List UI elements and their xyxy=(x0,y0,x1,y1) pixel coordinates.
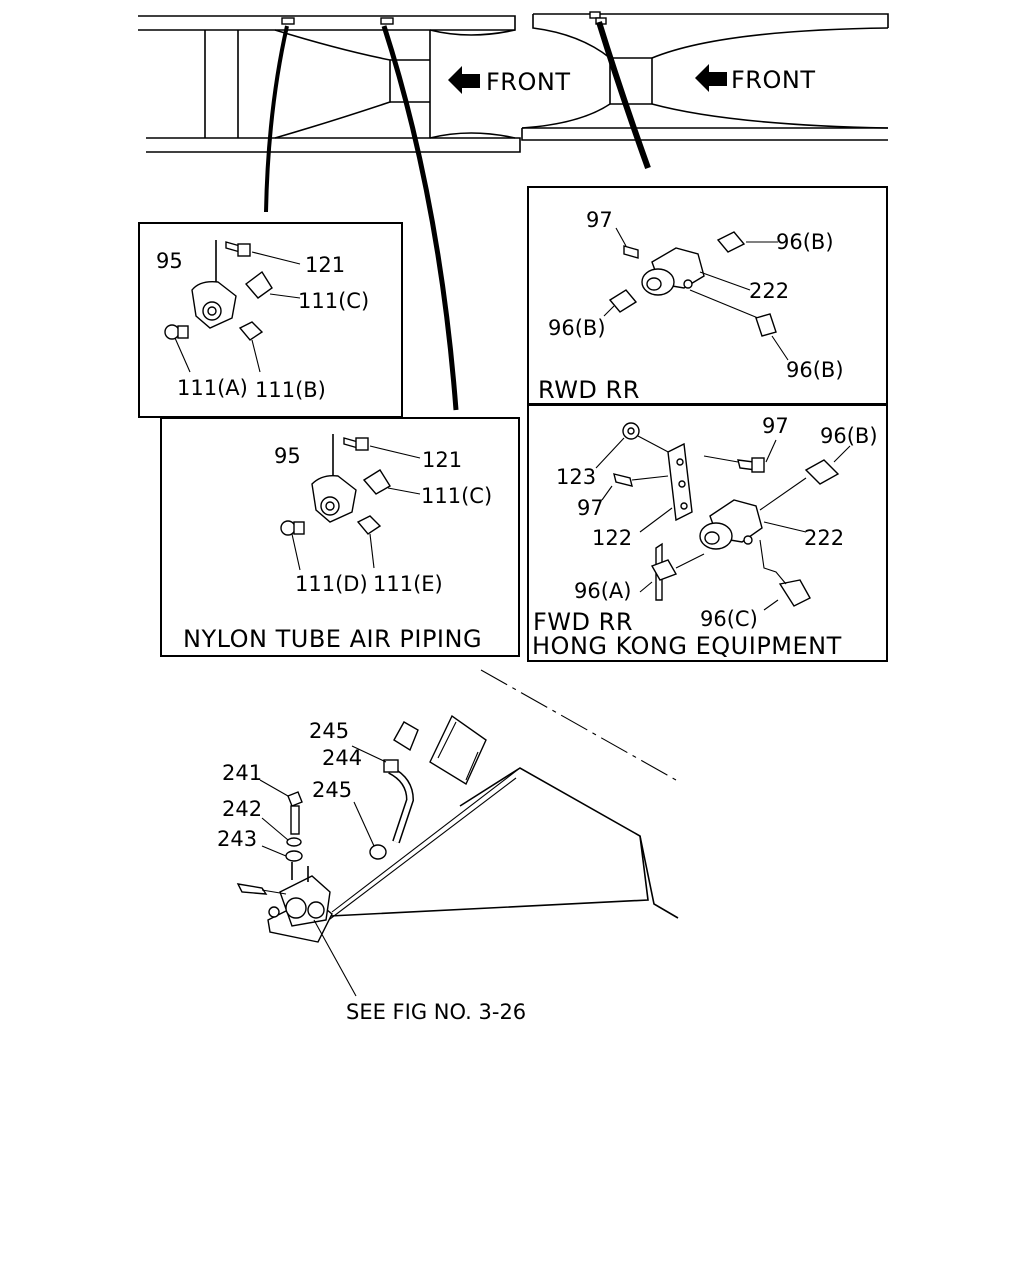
label-222: 222 xyxy=(804,526,844,550)
label-96b: 96(B) xyxy=(548,316,606,340)
label-96b: 96(B) xyxy=(786,358,844,382)
label-122: 122 xyxy=(592,526,632,550)
label-111c: 111(C) xyxy=(298,289,369,313)
panel-fwd-rr: 97 96(B) 123 97 122 222 96(A) 96(C) FWD … xyxy=(527,403,888,662)
front-label: FRONT xyxy=(731,66,815,94)
label-95: 95 xyxy=(156,249,183,273)
label-96b: 96(B) xyxy=(776,230,834,254)
label-242: 242 xyxy=(222,797,262,821)
label-123: 123 xyxy=(556,465,596,489)
label-111d: 111(D) xyxy=(295,572,368,596)
reference-note: SEE FIG NO. 3-26 xyxy=(346,1000,526,1024)
label-243: 243 xyxy=(217,827,257,851)
panel-title: RWD RR xyxy=(538,376,640,404)
label-241: 241 xyxy=(222,761,262,785)
label-111e: 111(E) xyxy=(373,572,443,596)
label-121: 121 xyxy=(422,448,462,472)
label-97: 97 xyxy=(586,208,613,232)
label-111c: 111(C) xyxy=(421,484,492,508)
panel-title-line2: HONG KONG EQUIPMENT xyxy=(532,632,842,660)
label-96b: 96(B) xyxy=(820,424,878,448)
panel-rwd-rr: 97 96(B) 222 96(B) 96(B) RWD RR xyxy=(527,186,888,406)
panel-title-line1: FWD RR xyxy=(533,608,633,636)
front-arrow-left: FRONT xyxy=(448,66,570,96)
label-245: 245 xyxy=(312,778,352,802)
label-97: 97 xyxy=(577,496,604,520)
label-96a: 96(A) xyxy=(574,579,631,603)
label-97: 97 xyxy=(762,414,789,438)
leader-tubes xyxy=(264,21,651,411)
label-121: 121 xyxy=(305,253,345,277)
panel-nylon-tube: 95 121 111(C) 111(D) 111(E) NYLON TUBE A… xyxy=(160,417,520,657)
front-arrow-right: FRONT xyxy=(695,64,815,94)
arrow-left-icon xyxy=(448,66,480,94)
panel-upper-left: 95 121 111(C) 111(A) 111(B) xyxy=(138,222,403,418)
label-96c: 96(C) xyxy=(700,607,758,631)
label-111b: 111(B) xyxy=(255,378,326,402)
label-222: 222 xyxy=(749,279,789,303)
lower-assembly: 245 244 241 245 242 243 SEE FIG NO. 3-26 xyxy=(217,669,679,1024)
front-label: FRONT xyxy=(486,68,570,96)
chassis-frame-left xyxy=(138,15,521,153)
arrow-left-icon xyxy=(695,64,727,92)
label-95: 95 xyxy=(274,444,301,468)
panel-title: NYLON TUBE AIR PIPING xyxy=(183,625,482,653)
chassis-frame-right xyxy=(521,11,889,141)
label-245: 245 xyxy=(309,719,349,743)
label-244: 244 xyxy=(322,746,362,770)
label-111a: 111(A) xyxy=(177,376,248,400)
